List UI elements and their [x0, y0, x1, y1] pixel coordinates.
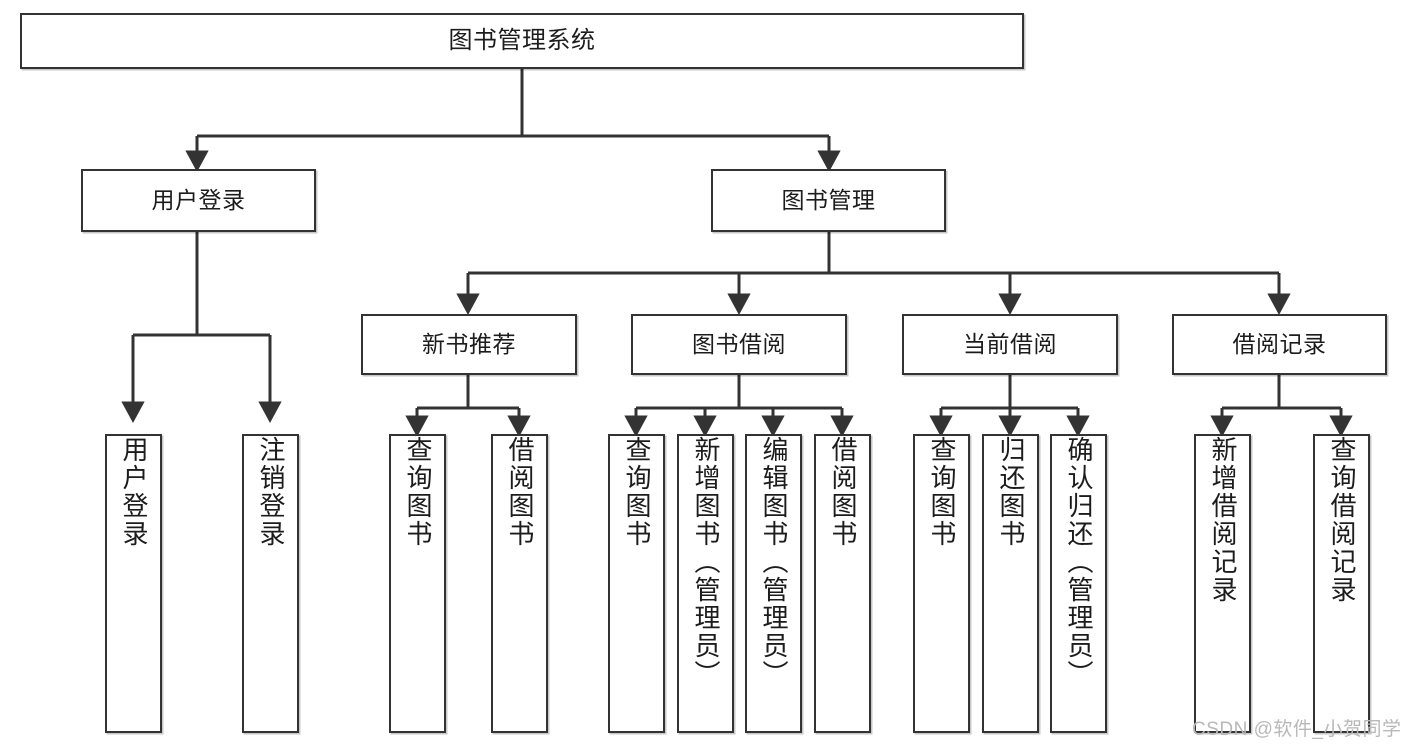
node-leaf-logout[interactable]: 注销登录 [242, 434, 299, 733]
node-label: 借阅图书 [505, 436, 536, 548]
node-label: 查询图书 [403, 436, 434, 548]
node-leaf-add-borrow-record[interactable]: 新增借阅记录 [1194, 434, 1251, 733]
node-leaf-query-book-borrow[interactable]: 查询图书 [608, 434, 665, 733]
node-label: 查询图书 [622, 436, 653, 548]
node-label: 图书借阅 [692, 330, 786, 357]
node-leaf-query-book-recommend[interactable]: 查询图书 [389, 434, 446, 733]
node-label: 注销登录 [256, 436, 287, 548]
node-label: 用户登录 [151, 186, 246, 213]
node-leaf-confirm-return-admin[interactable]: 确认归还（管理员） [1050, 434, 1107, 733]
node-current-borrow[interactable]: 当前借阅 [902, 314, 1118, 375]
node-label: 图书管理系统 [448, 26, 596, 54]
node-label: 当前借阅 [963, 330, 1057, 357]
node-label: 查询借阅记录 [1327, 436, 1358, 604]
node-label: 新增图书（管理员） [691, 436, 722, 688]
node-label: 新增借阅记录 [1208, 436, 1239, 604]
node-leaf-query-book-current[interactable]: 查询图书 [913, 434, 970, 733]
node-book-management[interactable]: 图书管理 [711, 169, 946, 232]
node-label: 借阅记录 [1232, 330, 1327, 357]
node-new-book-recommend[interactable]: 新书推荐 [361, 314, 577, 375]
node-root-book-management-system[interactable]: 图书管理系统 [20, 13, 1024, 69]
node-book-borrow[interactable]: 图书借阅 [631, 314, 847, 375]
node-leaf-edit-book-admin[interactable]: 编辑图书（管理员） [745, 434, 802, 733]
node-label: 查询图书 [927, 436, 958, 548]
node-label: 编辑图书（管理员） [759, 436, 790, 688]
node-label: 新书推荐 [422, 330, 516, 357]
node-borrow-record[interactable]: 借阅记录 [1172, 314, 1387, 375]
node-leaf-borrow-book[interactable]: 借阅图书 [814, 434, 871, 733]
node-label: 归还图书 [996, 436, 1027, 548]
csdn-watermark: CSDN @软件_小贺同学 [1192, 719, 1402, 740]
node-label: 确认归还（管理员） [1064, 436, 1095, 688]
node-leaf-return-book[interactable]: 归还图书 [982, 434, 1039, 733]
node-label: 图书管理 [781, 186, 876, 213]
node-user-login[interactable]: 用户登录 [81, 169, 316, 232]
node-leaf-user-login[interactable]: 用户登录 [105, 434, 162, 733]
node-leaf-borrow-book-recommend[interactable]: 借阅图书 [491, 434, 548, 733]
node-label: 用户登录 [119, 436, 150, 548]
node-leaf-query-borrow-record[interactable]: 查询借阅记录 [1313, 434, 1370, 733]
node-label: 借阅图书 [828, 436, 859, 548]
node-leaf-add-book-admin[interactable]: 新增图书（管理员） [677, 434, 734, 733]
